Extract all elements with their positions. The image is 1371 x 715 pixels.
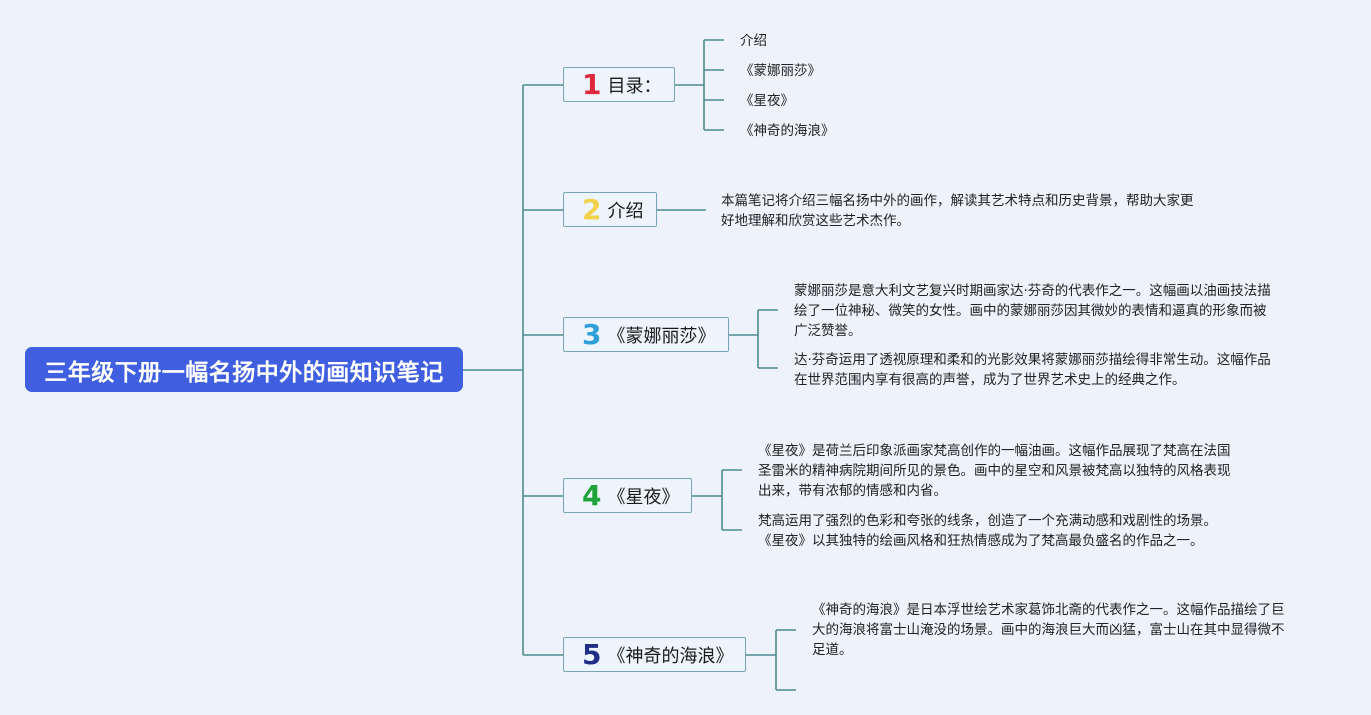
leaf-mona-lisa-2[interactable]: 达·芬奇运用了透视原理和柔和的光影效果将蒙娜丽莎描绘得非常生动。这幅作品 在世界… xyxy=(794,350,1271,390)
leaf-line: 蒙娜丽莎是意大利文艺复兴时期画家达·芬奇的代表作之一。这幅画以油画技法描 xyxy=(794,283,1271,299)
branch-number-5: 5 xyxy=(582,637,602,671)
branch-number-3: 3 xyxy=(582,317,602,351)
leaf-line: 广泛赞誉。 xyxy=(794,323,862,339)
leaf-line: 圣雷米的精神病院期间所见的景色。画中的星空和风景被梵高以独特的风格表现 xyxy=(758,463,1231,479)
leaf-contents-mona-lisa[interactable]: 《蒙娜丽莎》 xyxy=(740,61,821,81)
leaf-line: 本篇笔记将介绍三幅名扬中外的画作，解读其艺术特点和历史背景，帮助大家更 xyxy=(721,193,1194,209)
leaf-text: 《神奇的海浪》 xyxy=(740,123,835,139)
branch-label-mona-lisa: 《蒙娜丽莎》 xyxy=(607,325,716,347)
branch-label-contents: 目录： xyxy=(607,75,662,97)
root-title: 三年级下册一幅名扬中外的画知识笔记 xyxy=(44,359,444,386)
branch-mona-lisa[interactable]: 3 《蒙娜丽莎》 xyxy=(563,317,729,352)
branch-label-starry-night: 《星夜》 xyxy=(607,486,680,508)
leaf-contents-intro[interactable]: 介绍 xyxy=(740,31,767,51)
branch-great-wave[interactable]: 5 《神奇的海浪》 xyxy=(563,637,746,672)
leaf-starry-night-2[interactable]: 梵高运用了强烈的色彩和夸张的线条，创造了一个充满动感和戏剧性的场景。 《星夜》以… xyxy=(758,511,1217,551)
leaf-contents-starry-night[interactable]: 《星夜》 xyxy=(740,91,794,111)
leaf-line: 出来，带有浓郁的情感和内省。 xyxy=(758,483,947,499)
branch-intro[interactable]: 2 介绍 xyxy=(563,192,657,227)
root-topic[interactable]: 三年级下册一幅名扬中外的画知识笔记 xyxy=(25,347,463,392)
branch-label-great-wave: 《神奇的海浪》 xyxy=(607,645,734,667)
leaf-contents-great-wave[interactable]: 《神奇的海浪》 xyxy=(740,121,835,141)
leaf-great-wave-1[interactable]: 《神奇的海浪》是日本浮世绘艺术家葛饰北斋的代表作之一。这幅作品描绘了巨 大的海浪… xyxy=(812,600,1285,660)
leaf-text: 《蒙娜丽莎》 xyxy=(740,63,821,79)
leaf-line: 达·芬奇运用了透视原理和柔和的光影效果将蒙娜丽莎描绘得非常生动。这幅作品 xyxy=(794,352,1271,368)
leaf-line: 在世界范围内享有很高的声誉，成为了世界艺术史上的经典之作。 xyxy=(794,372,1186,388)
leaf-line: 好地理解和欣赏这些艺术杰作。 xyxy=(721,213,910,229)
branch-number-1: 1 xyxy=(582,67,602,101)
leaf-line: 大的海浪将富士山淹没的场景。画中的海浪巨大而凶猛，富士山在其中显得微不 xyxy=(812,622,1285,638)
leaf-line: 《星夜》是荷兰后印象派画家梵高创作的一幅油画。这幅作品展现了梵高在法国 xyxy=(758,443,1231,459)
leaf-text: 介绍 xyxy=(740,33,767,49)
leaf-intro-text[interactable]: 本篇笔记将介绍三幅名扬中外的画作，解读其艺术特点和历史背景，帮助大家更 好地理解… xyxy=(721,191,1194,231)
leaf-line: 足道。 xyxy=(812,642,853,658)
leaf-line: 绘了一位神秘、微笑的女性。画中的蒙娜丽莎因其微妙的表情和逼真的形象而被 xyxy=(794,303,1267,319)
branch-number-4: 4 xyxy=(582,478,602,512)
branch-contents[interactable]: 1 目录： xyxy=(563,67,675,102)
leaf-starry-night-1[interactable]: 《星夜》是荷兰后印象派画家梵高创作的一幅油画。这幅作品展现了梵高在法国 圣雷米的… xyxy=(758,441,1231,501)
leaf-line: 梵高运用了强烈的色彩和夸张的线条，创造了一个充满动感和戏剧性的场景。 xyxy=(758,513,1217,529)
leaf-mona-lisa-1[interactable]: 蒙娜丽莎是意大利文艺复兴时期画家达·芬奇的代表作之一。这幅画以油画技法描 绘了一… xyxy=(794,281,1271,341)
branch-label-intro: 介绍 xyxy=(607,200,644,222)
leaf-line: 《星夜》以其独特的绘画风格和狂热情感成为了梵高最负盛名的作品之一。 xyxy=(758,533,1204,549)
branch-starry-night[interactable]: 4 《星夜》 xyxy=(563,478,692,513)
leaf-line: 《神奇的海浪》是日本浮世绘艺术家葛饰北斋的代表作之一。这幅作品描绘了巨 xyxy=(812,602,1285,618)
leaf-text: 《星夜》 xyxy=(740,93,794,109)
branch-number-2: 2 xyxy=(582,192,602,226)
